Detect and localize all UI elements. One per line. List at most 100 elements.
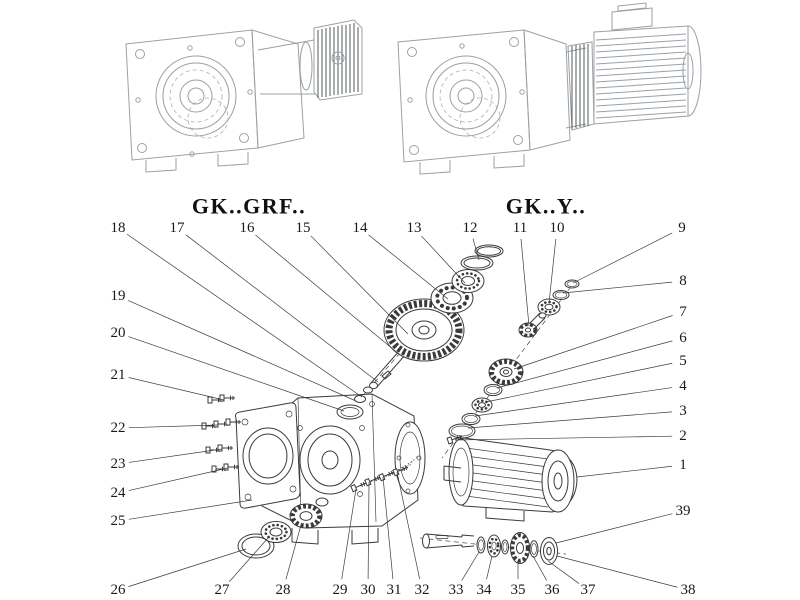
leader-line-28	[285, 524, 302, 580]
callout-number-39: 39	[676, 503, 691, 519]
part-flange-plate	[235, 402, 301, 509]
leader-line-14	[368, 234, 449, 300]
leader-line-17	[185, 234, 379, 383]
callout-number-30: 30	[361, 582, 376, 598]
callout-number-1: 1	[679, 457, 687, 473]
part-housing	[261, 393, 426, 545]
callout-number-5: 5	[679, 353, 687, 369]
callout-number-4: 4	[679, 378, 687, 394]
callout-number-18: 18	[111, 220, 126, 236]
callout-number-28: 28	[276, 582, 291, 598]
callout-number-37: 37	[581, 582, 597, 598]
callout-number-7: 7	[679, 304, 687, 320]
part-mid-gear	[488, 358, 524, 386]
leader-line-9	[572, 232, 673, 284]
callout-number-8: 8	[679, 273, 687, 289]
part-pinion-rings	[552, 279, 580, 300]
callout-number-38: 38	[681, 582, 696, 598]
part-large-seal-ring	[448, 423, 476, 439]
callout-number-27: 27	[215, 582, 231, 598]
part-motor	[443, 437, 578, 522]
leader-line-38	[556, 555, 678, 588]
housing-top-opening	[336, 404, 364, 420]
callout-number-12: 12	[463, 220, 478, 236]
part-mid-washer-lower	[461, 413, 481, 425]
callout-number-33: 33	[449, 582, 464, 598]
variant-label-gk-y: GK..Y..	[506, 194, 587, 219]
motor-fin-lines	[465, 447, 549, 508]
part-flange-screws	[201, 394, 242, 473]
callout-number-26: 26	[111, 582, 127, 598]
leader-line-10	[548, 238, 557, 304]
leader-line-21	[128, 377, 225, 401]
leader-line-6	[496, 340, 673, 389]
leader-line-20	[128, 336, 345, 412]
leader-line-15	[310, 235, 409, 335]
leader-line-25	[128, 499, 253, 520]
leader-line-1	[576, 465, 673, 478]
leader-line-3	[467, 411, 673, 429]
part-shim-ring	[237, 533, 275, 559]
leader-line-2	[454, 435, 673, 441]
callout-number-11: 11	[513, 220, 527, 236]
callout-number-14: 14	[353, 220, 369, 236]
assembled-view-gk-grf	[125, 19, 363, 173]
variant-label-gk-grf: GK..GRF..	[192, 194, 306, 219]
callout-number-29: 29	[333, 582, 348, 598]
assembled-view-gk-y	[397, 2, 702, 175]
leader-lines-layer	[126, 232, 678, 588]
callout-number-25: 25	[111, 513, 126, 529]
callout-number-20: 20	[111, 325, 126, 341]
callout-number-32: 32	[415, 582, 430, 598]
callout-number-6: 6	[679, 330, 687, 346]
output-bore-outline-2	[425, 55, 507, 137]
callout-number-10: 10	[550, 220, 565, 236]
leader-line-26	[128, 548, 247, 587]
part-pinion-shaft	[518, 312, 547, 338]
leader-line-12	[472, 238, 480, 261]
leader-line-4	[474, 387, 673, 417]
shaft-key	[435, 535, 449, 539]
input-fin-cap-outline	[313, 19, 363, 101]
part-input-rings	[354, 386, 373, 403]
callout-number-2: 2	[679, 428, 687, 444]
leader-line-23	[128, 448, 223, 463]
callout-number-9: 9	[678, 220, 686, 236]
leader-line-27	[229, 537, 269, 582]
callout-number-34: 34	[477, 582, 493, 598]
part-input-bearing-small	[451, 269, 485, 293]
part-input-seal-rings	[460, 244, 504, 271]
part-mid-bearing	[471, 397, 493, 413]
callout-number-17: 17	[170, 220, 186, 236]
leader-line-18	[126, 233, 363, 398]
leader-line-7	[513, 315, 673, 370]
leader-line-19	[127, 300, 357, 402]
leader-line-37	[547, 560, 580, 584]
callout-number-21: 21	[111, 367, 126, 383]
callout-number-23: 23	[111, 456, 126, 472]
leader-line-32	[396, 471, 421, 580]
part-output-shaft-assembly	[422, 532, 558, 565]
leader-line-33	[461, 551, 480, 581]
callout-number-31: 31	[387, 582, 402, 598]
leader-line-8	[562, 281, 673, 294]
part-mid-washer-upper	[483, 384, 503, 396]
part-output-gear	[289, 497, 329, 529]
callout-number-13: 13	[407, 220, 422, 236]
variant-labels-layer: GK..GRF.. GK..Y..	[192, 194, 587, 219]
terminal-box-outline	[611, 2, 653, 31]
part-input-shaft	[369, 348, 407, 390]
end-cap	[540, 537, 558, 565]
callout-number-16: 16	[240, 220, 256, 236]
input-fins	[317, 23, 359, 98]
leader-line-31	[382, 476, 394, 580]
motor-end-cap	[541, 449, 575, 513]
motor-flange	[448, 438, 474, 506]
leader-line-39	[555, 513, 673, 544]
leader-line-11	[520, 238, 530, 327]
leader-line-24	[128, 467, 229, 491]
fan-cover-outline	[687, 25, 702, 117]
callout-number-19: 19	[111, 288, 126, 304]
output-bore-outline	[155, 55, 237, 137]
